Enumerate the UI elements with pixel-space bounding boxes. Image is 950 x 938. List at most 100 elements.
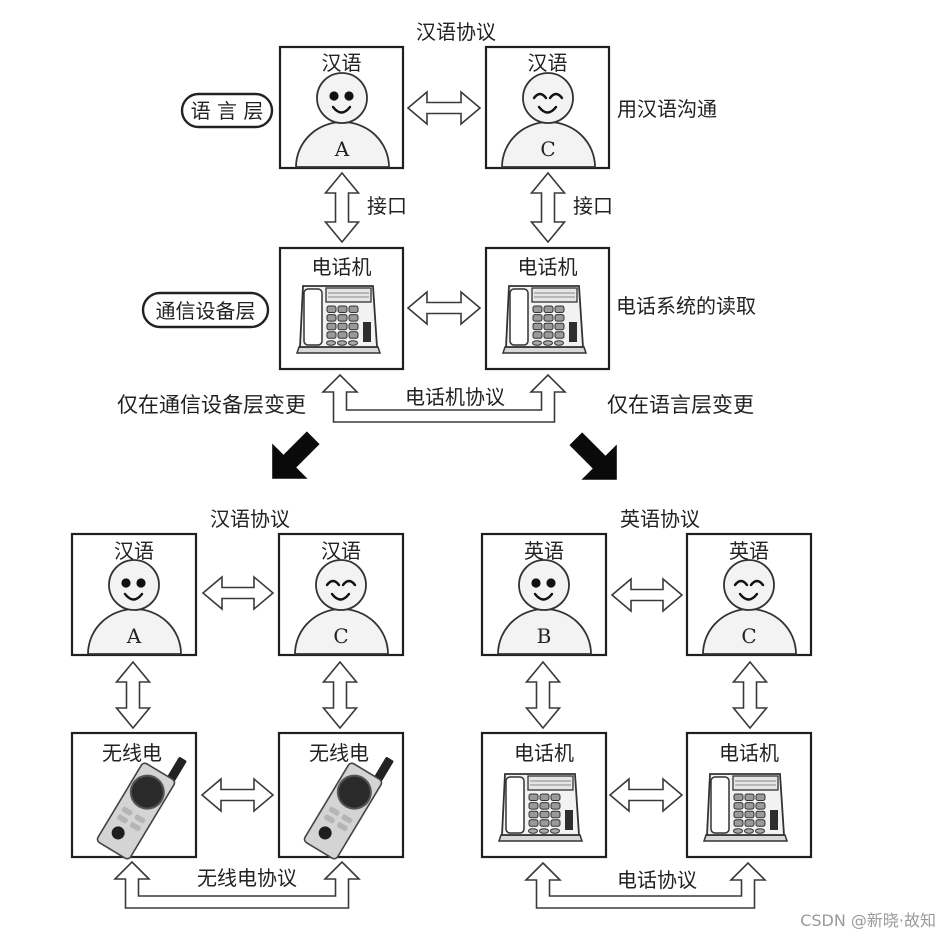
phone-key: [755, 810, 766, 819]
device-label: 电话机: [719, 741, 779, 765]
top-right-person-box: 汉语 C: [484, 45, 611, 170]
smile-mouth: [738, 592, 759, 601]
person-language-label: 英语: [729, 539, 769, 563]
person-letter-label: C: [741, 624, 756, 648]
phone-key: [733, 802, 744, 810]
smile-mouth: [537, 105, 558, 114]
person-language-label: 英语: [524, 539, 564, 563]
person-letter-label: A: [334, 137, 350, 161]
branch-section: 仅在通信设备层变更 仅在语言层变更: [117, 393, 754, 480]
right-interface-arrow: [321, 660, 359, 730]
right-interface-arrow: [529, 171, 567, 244]
device-protocol-bracket-arrow: [321, 373, 567, 423]
phone-protocol-bracket-arrow: [524, 861, 767, 909]
bottom-left-person-c-box: 汉语 C: [277, 532, 405, 657]
device-double-arrow: [608, 777, 684, 813]
bottom-right-person-b-box: 英语 B: [480, 532, 608, 657]
phone-key: [543, 322, 554, 331]
person-c-figure: C: [501, 72, 596, 168]
phone-key: [755, 793, 766, 801]
bottom-left-person-a-box: 汉语 A: [70, 532, 198, 657]
person-head: [522, 72, 574, 124]
person-c-figure: C: [294, 559, 389, 655]
left-interface-arrow: [524, 660, 562, 730]
radio-key: [324, 814, 335, 824]
left-branch-caption: 仅在通信设备层变更: [117, 393, 306, 417]
person-head: [316, 72, 368, 124]
radio-key: [117, 814, 128, 824]
closed-eye-right: [341, 579, 357, 587]
phone-key: [543, 314, 554, 322]
top-left-person-box: 汉语 A: [278, 45, 405, 170]
language-protocol-double-arrow: [406, 90, 482, 126]
device-label: 电话机: [514, 741, 574, 765]
radio-key: [129, 822, 141, 832]
smile-mouth: [123, 592, 144, 601]
phone-key: [348, 331, 359, 339]
person-letter-label: B: [537, 624, 552, 648]
radio-speaker: [129, 774, 165, 810]
person-b-figure: B: [497, 559, 592, 655]
phone-side-panel: [565, 810, 573, 830]
bottom-right-person-c-box: 英语 C: [685, 532, 813, 657]
phone-key: [532, 314, 543, 322]
phone-key: [528, 819, 539, 827]
phone-key: [550, 802, 561, 810]
closed-eye-left: [733, 579, 749, 587]
radio-icon: [96, 757, 187, 860]
top-right-device-box: 电话机: [484, 246, 611, 371]
phone-key: [326, 331, 337, 339]
phone-handset: [505, 776, 525, 834]
device-protocol-label: 电话机协议: [405, 385, 505, 409]
phone-display: [531, 287, 578, 303]
radio-protocol-label: 无线电协议: [197, 866, 297, 890]
phone-key: [733, 810, 744, 819]
phone-key: [733, 819, 744, 827]
top-left-device-box: 电话机: [278, 246, 405, 371]
device-layer-label: 通信设备层: [156, 299, 256, 323]
phone-key: [744, 819, 755, 827]
phone-side-panel: [770, 810, 778, 830]
radio-key: [328, 806, 340, 816]
radio-key: [336, 822, 348, 832]
closed-eye-left: [532, 92, 548, 100]
person-head: [108, 559, 160, 611]
phone-handset: [710, 776, 730, 834]
eye-left: [121, 578, 131, 588]
device-label: 无线电: [102, 741, 162, 765]
telephone-icon: [501, 285, 588, 354]
phone-key: [543, 331, 554, 339]
phone-key: [744, 802, 755, 810]
eye-left: [329, 91, 339, 101]
radio-antenna: [166, 757, 187, 783]
language-layer-label: 语 言 层: [191, 99, 264, 123]
closed-eye-left: [325, 579, 341, 587]
phone-function-button: [337, 340, 347, 346]
phone-function-button: [326, 340, 336, 346]
phone-key: [532, 331, 543, 339]
phone-display: [325, 287, 372, 303]
device-layer-pill-outline: [141, 291, 270, 329]
phone-key: [554, 322, 565, 331]
phone-function-button: [554, 340, 564, 346]
top-protocol-label: 汉语协议: [416, 20, 496, 44]
phone-key: [326, 314, 337, 322]
bottom-right-phone-box-left: 电话机: [480, 731, 608, 859]
person-language-label: 汉语: [114, 539, 154, 563]
phone-base: [702, 834, 789, 842]
person-letter-label: C: [540, 137, 555, 161]
person-head: [723, 559, 775, 611]
person-c-figure: C: [702, 559, 797, 655]
phone-key: [532, 322, 543, 331]
closed-eye-right: [749, 579, 765, 587]
down-left-arrow-icon: [272, 431, 320, 479]
right-interface-arrow: [731, 660, 769, 730]
person-head: [315, 559, 367, 611]
telephone-icon: [295, 285, 382, 354]
down-right-arrow-icon: [569, 432, 617, 480]
telephone-icon: [497, 773, 584, 842]
person-letter-label: C: [333, 624, 348, 648]
device-double-arrow: [200, 777, 275, 813]
phone-key: [550, 793, 561, 801]
phone-handset: [509, 288, 529, 346]
